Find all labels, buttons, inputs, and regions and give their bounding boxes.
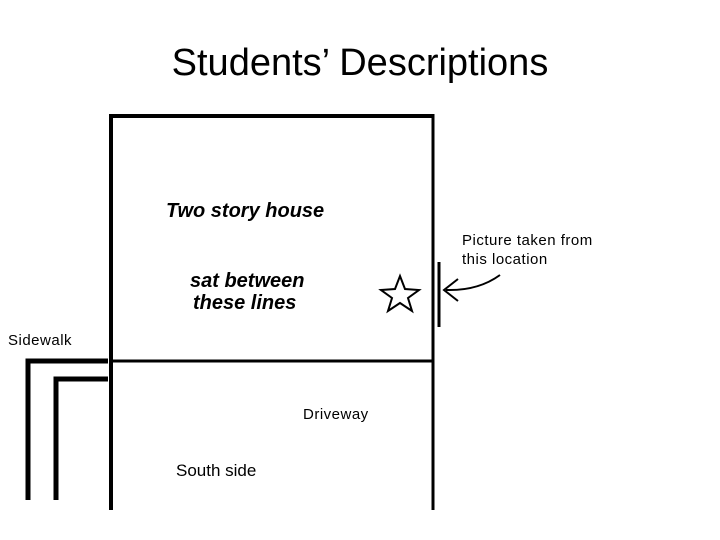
- picture-label-line1: Picture taken from: [462, 232, 593, 249]
- lines-label-line2: these lines: [193, 292, 297, 314]
- sidewalk-label: Sidewalk: [8, 332, 73, 349]
- south-side-label: South side: [176, 461, 257, 480]
- picture-label-line2: this location: [462, 251, 548, 268]
- slide-title: Students’ Descriptions: [171, 42, 549, 84]
- sidewalk-inner-line: [53, 376, 108, 500]
- star-icon: [378, 273, 422, 314]
- sidewalk-outer-line: [25, 358, 108, 500]
- house-label: Two story house: [166, 200, 325, 222]
- lines-label-line1: sat between: [190, 270, 305, 292]
- left-arrow-icon: [442, 274, 501, 302]
- driveway-label: Driveway: [303, 406, 369, 423]
